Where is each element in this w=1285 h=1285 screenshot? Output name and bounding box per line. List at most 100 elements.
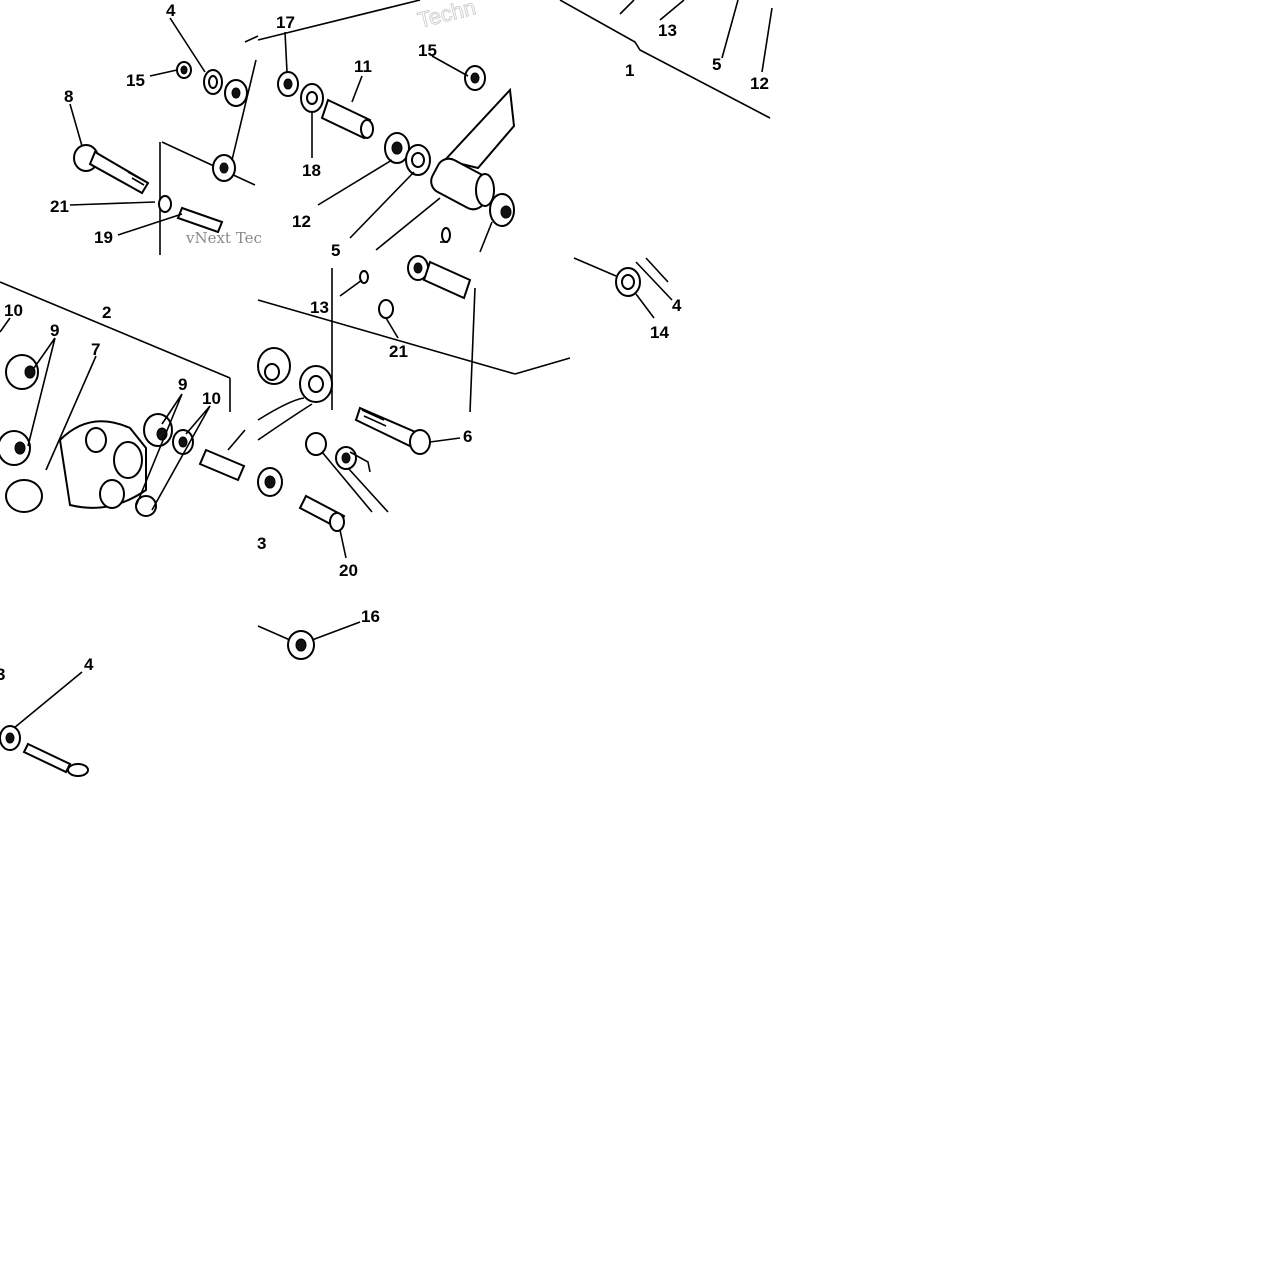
callout-19: 19 <box>94 228 113 247</box>
leader-line <box>349 171 415 239</box>
stud-part-20 <box>298 494 346 532</box>
frame-line <box>161 141 256 186</box>
callout-4: 4 <box>84 655 94 674</box>
leader-line <box>431 55 469 77</box>
callout-3: 3 <box>0 665 5 684</box>
bolt-lower <box>22 742 72 774</box>
callout-10: 10 <box>4 301 23 320</box>
tile-top-left: vNext Tec 4 15 8 21 19 <box>50 1 262 255</box>
bolt-part-6 <box>354 406 431 455</box>
frame-line <box>559 0 771 119</box>
leader-line <box>317 159 393 206</box>
leader-line <box>385 317 399 339</box>
leader-line <box>13 671 83 729</box>
washer-center <box>305 432 327 456</box>
washer-hole <box>341 452 351 464</box>
leader-line <box>45 355 97 471</box>
washer-part-4-left <box>203 69 223 95</box>
callout-9: 9 <box>50 321 59 340</box>
callout-17: 17 <box>276 13 295 32</box>
frame-line <box>469 287 476 413</box>
o-ring-part-21-left <box>158 195 172 213</box>
tile-top-right: 13 1 5 12 <box>559 0 773 119</box>
leader-line <box>284 31 288 73</box>
nut-part-16 <box>287 630 315 660</box>
callout-4: 4 <box>166 1 176 20</box>
washer-part-4-lower <box>0 725 21 751</box>
washer-part-18 <box>300 83 324 113</box>
callout-7: 7 <box>91 340 100 359</box>
bolt-head-lower <box>67 763 89 777</box>
callout-15: 15 <box>418 41 437 60</box>
leader-line <box>0 317 11 333</box>
callout-1: 1 <box>625 61 634 80</box>
frame-line <box>573 257 617 277</box>
callout-10: 10 <box>202 389 221 408</box>
nut-part-3 <box>257 467 283 497</box>
callout-12: 12 <box>292 212 311 231</box>
leader-line <box>231 59 257 161</box>
leader-line <box>27 337 56 447</box>
frame-line <box>514 357 571 375</box>
control-arm-upper <box>430 87 516 227</box>
callout-12: 12 <box>750 74 769 93</box>
leader-line <box>169 17 206 73</box>
leader-line <box>151 405 211 511</box>
frame-line <box>0 281 231 379</box>
leader-line <box>227 429 246 451</box>
leader-line <box>479 221 493 253</box>
callout-21: 21 <box>50 197 69 216</box>
bolt-part-8 <box>73 144 150 195</box>
control-arm-lower <box>5 420 157 517</box>
callout-20: 20 <box>339 561 358 580</box>
nut-part-17 <box>277 71 299 97</box>
callout-5: 5 <box>712 55 721 74</box>
tile-center: 5 13 21 6 3 20 <box>257 241 516 580</box>
leader-line <box>69 201 156 206</box>
frame-line <box>349 451 371 473</box>
callout-8: 8 <box>64 87 73 106</box>
callout-13: 13 <box>658 21 677 40</box>
callout-9: 9 <box>178 375 187 394</box>
leader-line <box>429 437 461 443</box>
frame-line <box>244 35 259 43</box>
callout-18: 18 <box>302 161 321 180</box>
nut-mid-left <box>212 154 236 182</box>
nut-part-14 <box>615 267 641 297</box>
watermark-text-2: Techn <box>415 0 478 33</box>
nut-part-15-left <box>176 61 192 79</box>
callout-6: 6 <box>463 427 472 446</box>
leader-line <box>311 621 361 641</box>
callout-5: 5 <box>331 241 340 260</box>
bushing-part-12 <box>384 132 431 176</box>
leader-line <box>339 529 347 559</box>
watermark-text: vNext Tec <box>185 229 262 247</box>
leader-line <box>351 75 363 103</box>
callout-4: 4 <box>672 296 682 315</box>
leader-line <box>149 69 178 77</box>
callout-3: 3 <box>257 534 266 553</box>
sleeve-center <box>422 260 472 300</box>
bushing-part-9-left <box>0 354 39 466</box>
nut-part-15-right <box>464 65 486 91</box>
frame-line <box>257 625 291 641</box>
tile-lower-left: 4 3 <box>0 655 94 777</box>
leader-line <box>321 451 389 513</box>
tile-lower-center: 16 <box>257 607 380 660</box>
callout-11: 11 <box>354 57 372 76</box>
grease-fitting <box>441 227 451 243</box>
o-ring-part-21 <box>378 299 394 319</box>
leader-line <box>117 213 183 236</box>
leader-line <box>635 293 655 319</box>
tile-top-middle: Techn 17 11 15 18 12 <box>257 0 516 253</box>
callout-2: 2 <box>102 303 111 322</box>
leader-line <box>69 103 83 147</box>
leader-line <box>339 279 363 297</box>
callout-16: 16 <box>361 607 380 626</box>
leader-line <box>635 257 673 301</box>
callout-13: 13 <box>310 298 329 317</box>
callout-14: 14 <box>650 323 669 342</box>
leader-line <box>375 197 441 251</box>
leader-line <box>135 393 183 507</box>
